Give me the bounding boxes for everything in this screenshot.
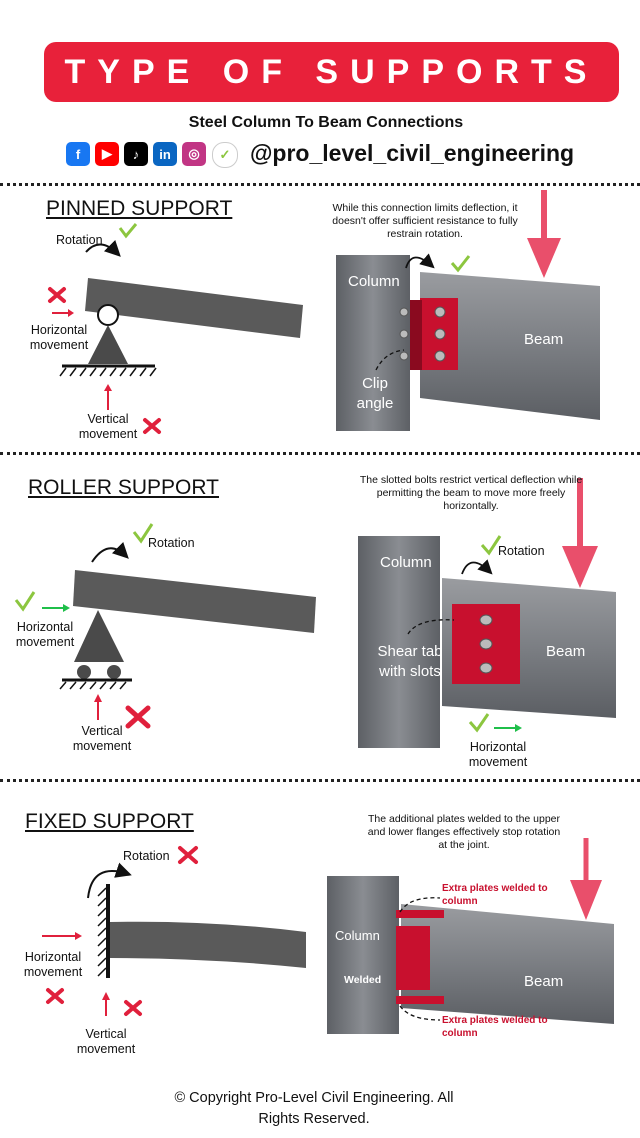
divider [0, 452, 640, 455]
check-icon [468, 713, 490, 733]
tiktok-icon[interactable]: ♪ [124, 142, 148, 166]
rotation-arrow-icon [87, 862, 132, 899]
facebook-icon[interactable]: f [66, 142, 90, 166]
roller-photo-horizontal-label: Horizontal movement [468, 740, 528, 769]
fixed-photo [327, 838, 614, 1034]
support-triangle [88, 325, 128, 364]
fixed-horizontal-label: Horizontal movement [23, 950, 83, 979]
cross-icon [143, 418, 161, 434]
rotation-arrow-icon [85, 239, 121, 257]
pinned-clip-angle-label: Clip angle [356, 375, 394, 412]
roller-column-label: Column [380, 554, 432, 571]
fixed-note: The additional plates welded to the uppe… [367, 813, 561, 851]
check-icon [14, 591, 36, 612]
divider [0, 183, 640, 186]
fixed-column-label: Column [335, 928, 380, 943]
cross-icon [125, 705, 151, 729]
roller-photo [358, 478, 616, 748]
pinned-rotation-label: Rotation [56, 233, 103, 247]
roller-rotation-label: Rotation [148, 536, 195, 550]
fixed-beam-label: Beam [524, 973, 564, 990]
linkedin-icon[interactable]: in [153, 142, 177, 166]
cross-icon [46, 988, 64, 1004]
subtitle: Steel Column To Beam Connections [188, 114, 464, 131]
check-icon [132, 523, 154, 544]
fixed-extra-plates-bottom-label: Extra plates welded to column [442, 1015, 548, 1039]
x-brand-icon[interactable]: ✓ [212, 142, 238, 168]
check-icon [118, 223, 138, 239]
pinned-title: PINNED SUPPORT [46, 197, 233, 220]
pinned-note: While this connection limits deflection,… [332, 202, 518, 240]
instagram-icon[interactable]: ◎ [182, 142, 206, 166]
roller-note: The slotted bolts restrict vertical defl… [359, 474, 583, 512]
fixed-diagram [42, 846, 306, 1016]
pinned-diagram [48, 223, 303, 434]
divider [0, 779, 640, 782]
rotation-arrow-icon [405, 253, 435, 269]
pin-icon [97, 304, 119, 326]
fixed-rotation-label: Rotation [123, 849, 170, 863]
check-icon [480, 535, 502, 556]
pinned-column-label: Column [348, 273, 400, 290]
pinned-photo [336, 190, 600, 431]
pinned-beam-label: Beam [524, 331, 564, 348]
fixed-extra-plates-top-label: Extra plates welded to column [442, 883, 548, 907]
copyright: © Copyright Pro-Level Civil Engineering.… [174, 1090, 454, 1127]
fixed-vertical-label: Vertical movement [76, 1027, 136, 1056]
roller-vertical-label: Vertical movement [72, 724, 132, 753]
load-arrow-icon [527, 238, 561, 278]
page-title: TYPE OF SUPPORTS [64, 52, 599, 91]
title-banner: TYPE OF SUPPORTS [44, 42, 619, 102]
beam-shape [85, 278, 303, 338]
fixed-welded-label: Welded [344, 974, 382, 986]
cross-icon [48, 287, 66, 303]
roller-shear-tab-label: Shear tab with slots [377, 643, 443, 680]
load-arrow-icon [570, 880, 602, 920]
cross-icon [178, 846, 198, 864]
cross-icon [124, 1000, 142, 1016]
roller-horizontal-label: Horizontal movement [15, 620, 75, 649]
social-handle[interactable]: @pro_level_civil_engineering [250, 140, 575, 166]
roller-photo-rotation-label: Rotation [498, 544, 545, 558]
youtube-icon[interactable]: ▶ [95, 142, 119, 166]
load-arrow-icon [562, 546, 598, 588]
roller-beam-label: Beam [546, 643, 586, 660]
fixed-title: FIXED SUPPORT [25, 810, 194, 833]
roller-title: ROLLER SUPPORT [28, 476, 219, 499]
check-icon [450, 255, 471, 273]
pinned-vertical-label: Vertical movement [78, 412, 138, 441]
rotation-arrow-icon [91, 541, 129, 563]
roller-diagram [14, 523, 316, 729]
pinned-horizontal-label: Horizontal movement [29, 323, 89, 352]
rotation-arrow-icon [461, 559, 493, 575]
